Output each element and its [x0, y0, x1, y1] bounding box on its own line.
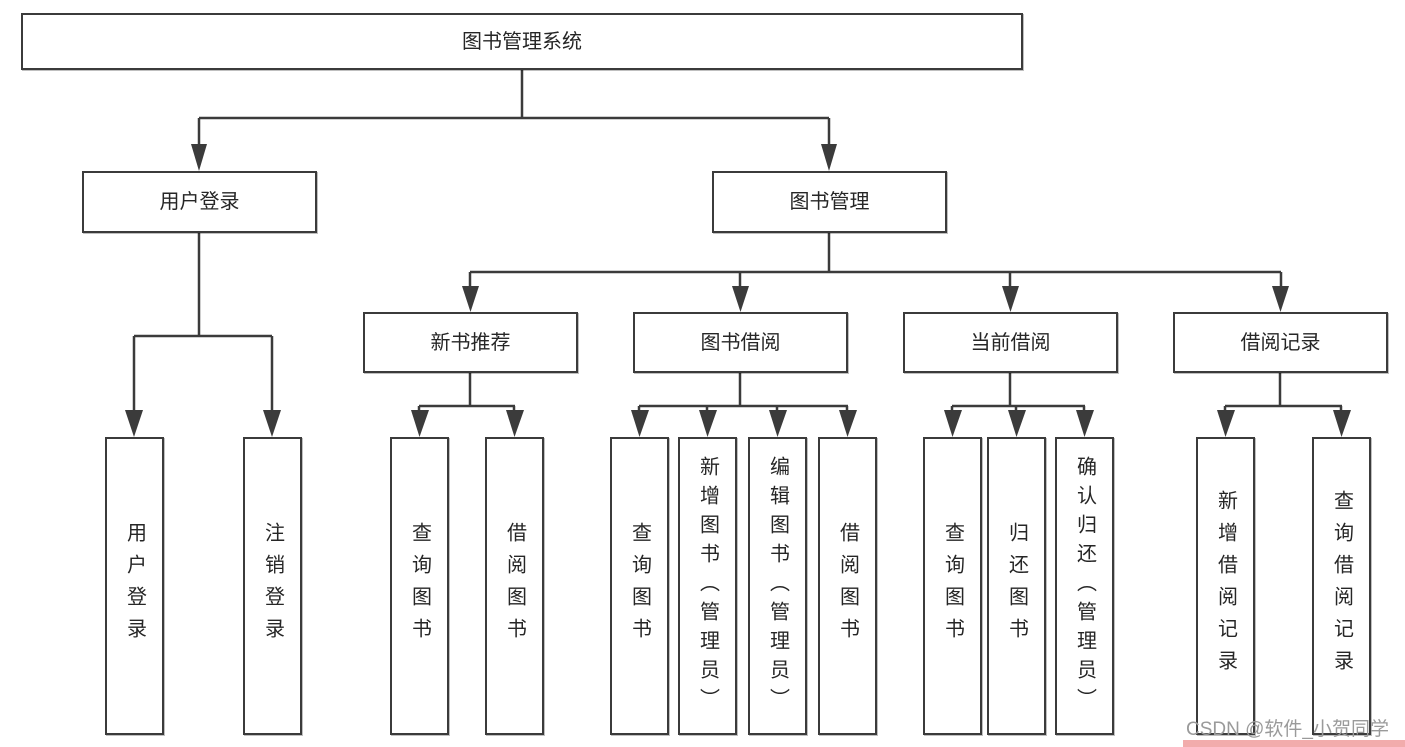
node-label: 新书推荐 — [430, 331, 511, 354]
node-book-borrowing: 图书借阅 — [633, 312, 848, 373]
node-current-borrowing: 当前借阅 — [903, 312, 1118, 373]
node-label: 图书管理系统 — [462, 30, 582, 53]
node-label: 图书管理 — [789, 191, 870, 213]
watermark-highlight-bar — [1183, 740, 1405, 747]
node-leaf-add-borrow-record: 新增借阅记录 — [1196, 437, 1255, 735]
node-label: 当前借阅 — [970, 331, 1051, 354]
connector-new-book-recommend — [411, 373, 524, 437]
node-label: 查询图书 — [408, 522, 431, 650]
node-leaf-query-books-3: 查询图书 — [923, 437, 982, 735]
connector-current-borrowing — [944, 373, 1094, 437]
node-leaf-logout: 注销登录 — [243, 437, 302, 735]
connector-borrowing-records — [1217, 373, 1351, 437]
node-label: 借阅图书 — [836, 522, 859, 650]
node-new-book-recommend: 新书推荐 — [363, 312, 578, 373]
node-label: 查询图书 — [628, 522, 651, 650]
watermark-text: CSDN @软件_小贺同学 — [1186, 719, 1389, 740]
node-book-management: 图书管理 — [712, 171, 947, 233]
node-library-system: 图书管理系统 — [21, 13, 1023, 70]
node-leaf-user-login: 用户登录 — [105, 437, 164, 735]
connector-book-borrowing — [631, 373, 857, 437]
node-label: 借阅记录 — [1240, 331, 1321, 354]
node-label: 编辑图书（管理员） — [766, 455, 789, 717]
node-leaf-query-borrow-record: 查询借阅记录 — [1312, 437, 1371, 735]
node-label: 归还图书 — [1005, 522, 1028, 650]
connector-root — [191, 67, 837, 171]
node-label: 查询借阅记录 — [1330, 490, 1353, 682]
node-leaf-edit-books-admin: 编辑图书（管理员） — [748, 437, 807, 735]
node-label: 查询图书 — [941, 522, 964, 650]
node-leaf-query-books-2: 查询图书 — [610, 437, 669, 735]
node-leaf-add-books-admin: 新增图书（管理员） — [678, 437, 737, 735]
node-leaf-query-books-1: 查询图书 — [390, 437, 449, 735]
node-leaf-confirm-return-admin: 确认归还（管理员） — [1055, 437, 1114, 735]
node-user-login: 用户登录 — [82, 171, 317, 233]
node-label: 新增图书（管理员） — [696, 455, 719, 717]
node-leaf-borrow-books-1: 借阅图书 — [485, 437, 544, 735]
node-label: 用户登录 — [159, 191, 240, 213]
node-label: 图书借阅 — [700, 331, 781, 354]
node-leaf-borrow-books-2: 借阅图书 — [818, 437, 877, 735]
connector-book-management — [462, 233, 1289, 312]
connector-user-login — [125, 233, 281, 437]
node-label: 借阅图书 — [503, 522, 526, 650]
node-label: 用户登录 — [123, 522, 146, 650]
node-label: 新增借阅记录 — [1214, 490, 1237, 682]
node-label: 确认归还（管理员） — [1073, 455, 1096, 717]
node-borrowing-records: 借阅记录 — [1173, 312, 1388, 373]
node-label: 注销登录 — [261, 522, 284, 650]
node-leaf-return-books: 归还图书 — [987, 437, 1046, 735]
